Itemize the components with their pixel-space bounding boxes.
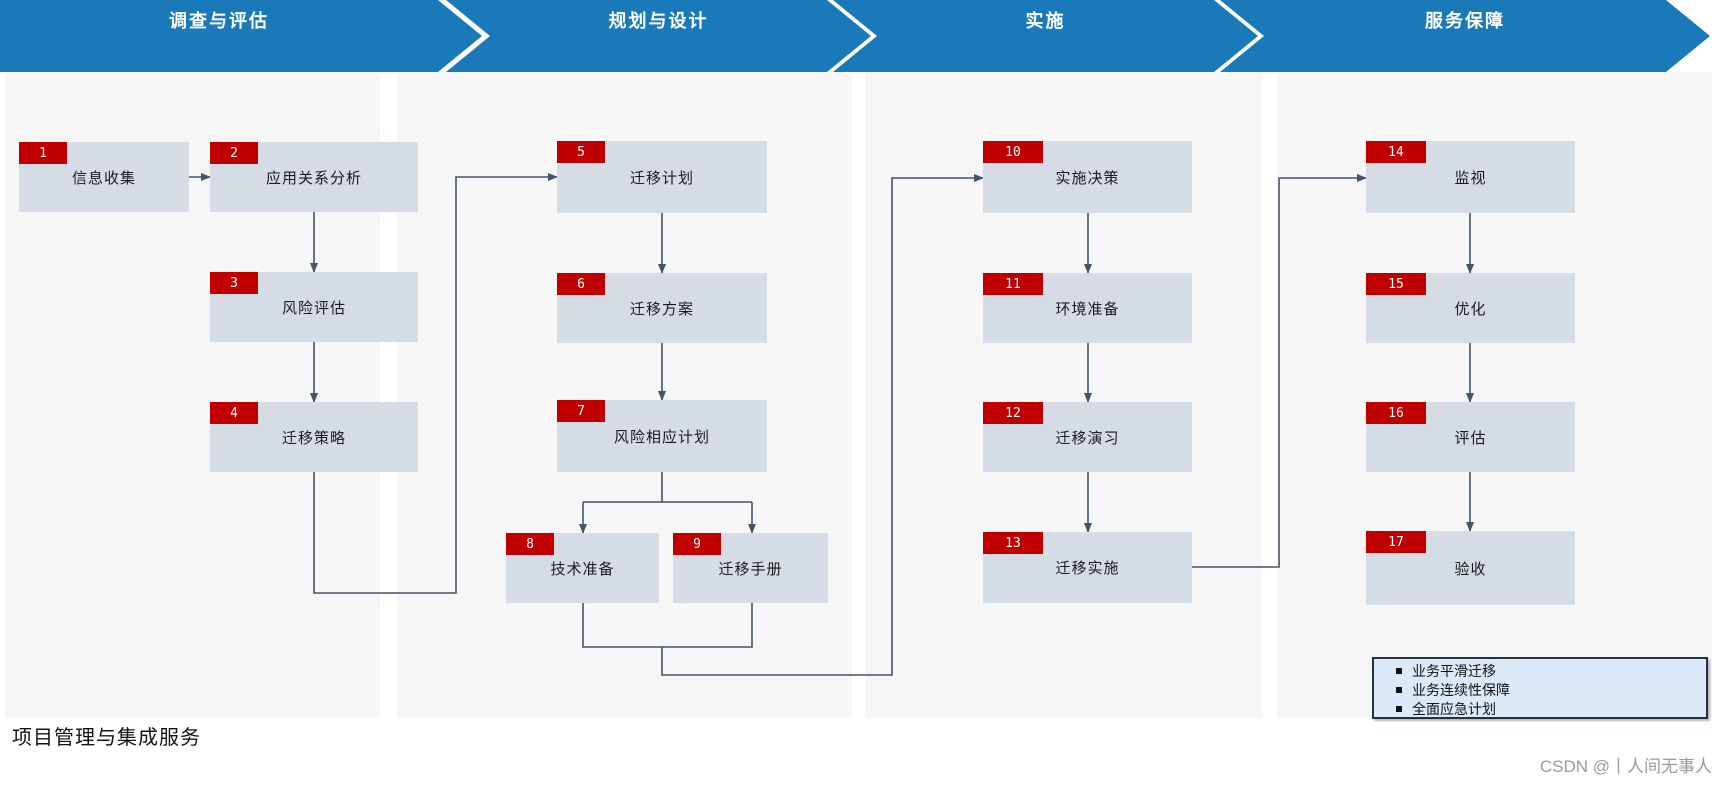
step-box-7: 7 风险相应计划 [557, 400, 767, 472]
step-box-8: 8 技术准备 [506, 533, 659, 603]
step-number-badge: 12 [983, 402, 1043, 424]
note-item: 业务平滑迁移 [1380, 661, 1700, 680]
step-number-badge: 8 [506, 533, 554, 555]
bullet-square-icon [1396, 705, 1402, 712]
csdn-watermark: CSDN @丨人间无事人 [1539, 757, 1712, 776]
step-box-2: 2 应用关系分析 [210, 142, 418, 212]
step-box-17: 17 验收 [1366, 531, 1575, 605]
step-number-badge: 13 [983, 532, 1043, 554]
step-number-badge: 5 [557, 141, 605, 163]
phase-header-service-assurance: 服务保障 [1220, 0, 1710, 72]
step-number-badge: 1 [19, 142, 67, 164]
step-label: 应用关系分析 [265, 169, 362, 187]
step-number-badge: 7 [557, 400, 605, 422]
step-box-5: 5 迁移计划 [557, 141, 767, 213]
step-label: 迁移计划 [629, 169, 694, 187]
bullet-square-icon [1396, 667, 1402, 674]
step-label: 环境准备 [1055, 300, 1120, 318]
step-box-12: 12 迁移演习 [983, 402, 1192, 472]
note-item: 业务连续性保障 [1380, 680, 1700, 699]
step-label: 迁移手册 [718, 560, 783, 578]
step-label: 迁移方案 [629, 300, 694, 318]
step-box-1: 1 信息收集 [19, 142, 189, 212]
step-label: 评估 [1454, 429, 1487, 447]
step-number-badge: 4 [210, 402, 258, 424]
step-label: 实施决策 [1055, 169, 1120, 187]
step-box-9: 9 迁移手册 [673, 533, 828, 603]
step-number-badge: 2 [210, 142, 258, 164]
step-label: 验收 [1454, 560, 1487, 578]
step-box-14: 14 监视 [1366, 141, 1575, 213]
phase-header-implementation: 实施 [833, 0, 1258, 72]
step-number-badge: 15 [1366, 273, 1426, 295]
diagram-title: 项目管理与集成服务 [12, 727, 201, 749]
step-number-badge: 11 [983, 273, 1043, 295]
step-box-16: 16 评估 [1366, 402, 1575, 472]
step-number-badge: 6 [557, 273, 605, 295]
step-label: 迁移演习 [1055, 429, 1120, 447]
step-label: 信息收集 [71, 169, 136, 187]
step-label: 迁移策略 [281, 429, 346, 447]
phase-header-survey: 调查与评估 [0, 0, 482, 72]
key-points-note: 业务平滑迁移 业务连续性保障 全面应急计划 [1372, 657, 1708, 719]
phase-header-planning: 规划与设计 [446, 0, 871, 72]
step-box-13: 13 迁移实施 [983, 532, 1192, 603]
step-number-badge: 16 [1366, 402, 1426, 424]
step-box-6: 6 迁移方案 [557, 273, 767, 343]
step-number-badge: 10 [983, 141, 1043, 163]
phase-label: 规划与设计 [608, 11, 709, 31]
phase-label: 调查与评估 [169, 11, 269, 31]
step-number-badge: 3 [210, 272, 258, 294]
step-label: 风险相应计划 [613, 428, 710, 446]
step-label: 技术准备 [550, 560, 615, 578]
phase-label: 实施 [1025, 11, 1066, 31]
bullet-square-icon [1396, 686, 1402, 693]
step-number-badge: 9 [673, 533, 721, 555]
step-box-15: 15 优化 [1366, 273, 1575, 343]
step-label: 迁移实施 [1055, 560, 1120, 577]
step-box-4: 4 迁移策略 [210, 402, 418, 472]
step-box-3: 3 风险评估 [210, 272, 418, 342]
phase-label: 服务保障 [1425, 11, 1505, 31]
step-number-badge: 14 [1366, 141, 1426, 163]
step-label: 风险评估 [281, 299, 346, 317]
step-label: 优化 [1454, 300, 1487, 318]
step-label: 监视 [1454, 169, 1487, 187]
step-box-10: 10 实施决策 [983, 141, 1192, 213]
note-item: 全面应急计划 [1380, 699, 1700, 718]
step-box-11: 11 环境准备 [983, 273, 1192, 343]
step-number-badge: 17 [1366, 531, 1426, 553]
